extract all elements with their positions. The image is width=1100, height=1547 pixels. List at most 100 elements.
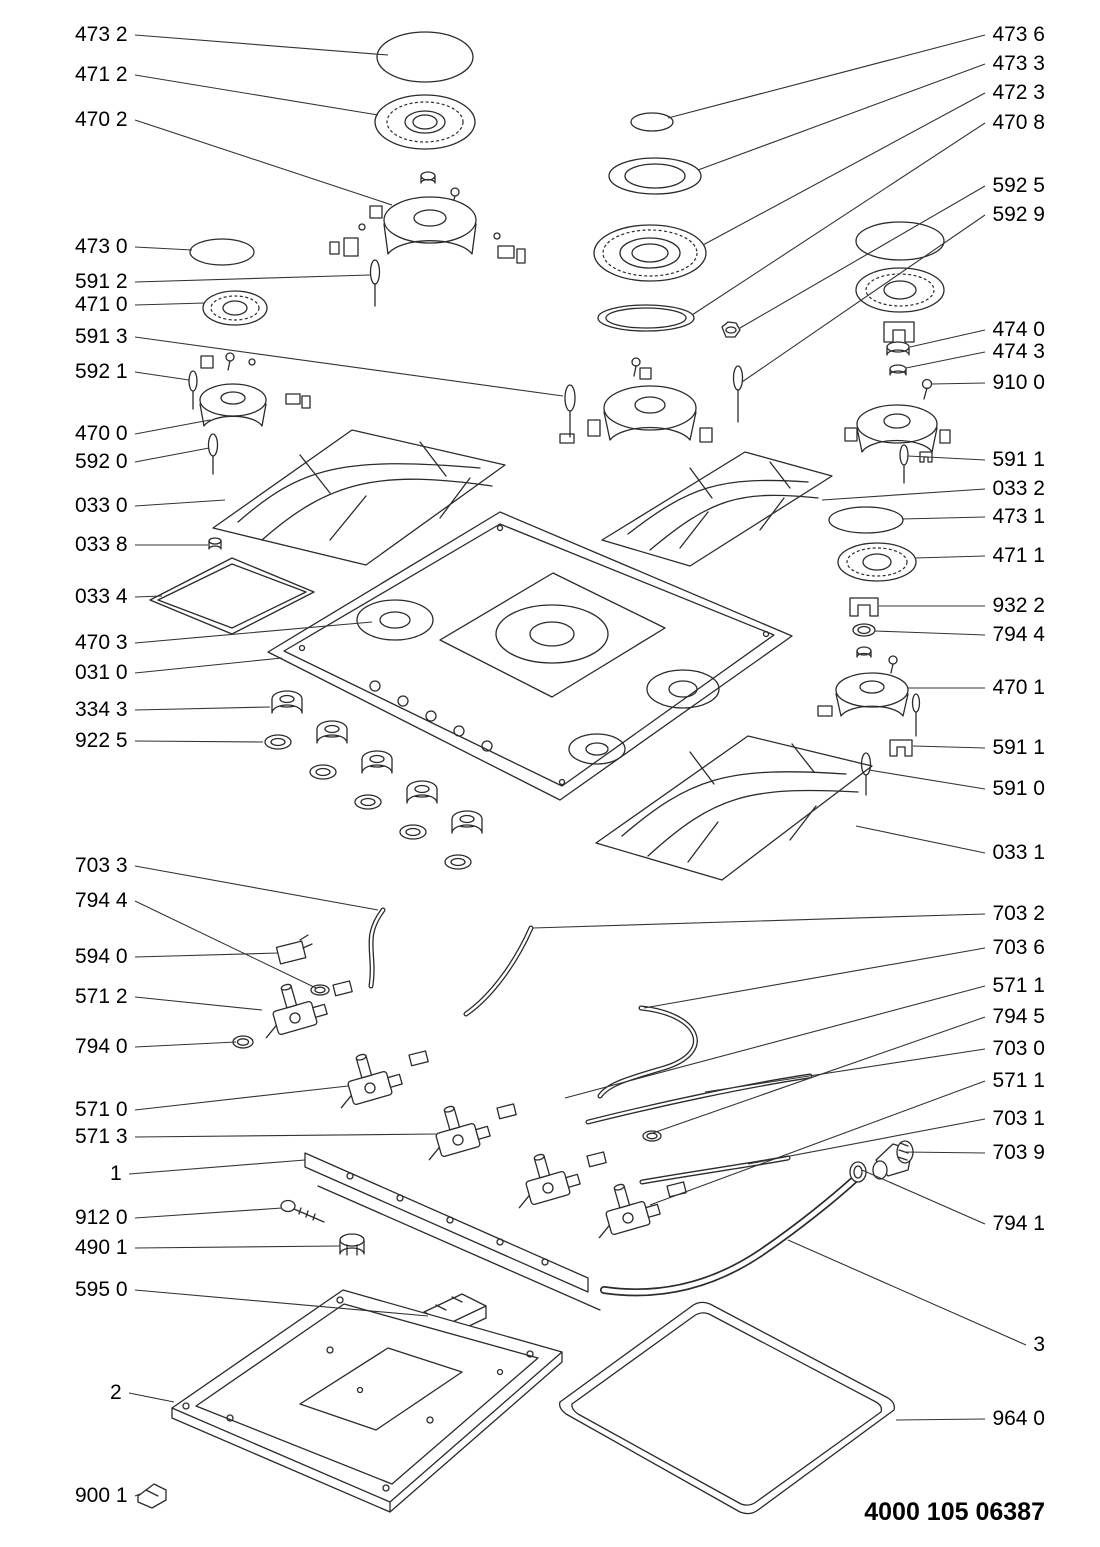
callout-595-0-27: 595 0 — [75, 1278, 128, 1301]
callout-473-1-41: 473 1 — [992, 505, 1045, 528]
callout-474-0-36: 474 0 — [992, 318, 1045, 341]
leader-line — [134, 865, 379, 911]
venturi-474-0 — [886, 341, 910, 356]
gas-tap-571-3 — [428, 1105, 491, 1161]
leader-line — [134, 1133, 437, 1138]
leader-line — [134, 996, 263, 1011]
callout-470-0-8: 470 0 — [75, 422, 128, 445]
callout-470-8-33: 470 8 — [992, 111, 1045, 134]
leader-line — [134, 1085, 349, 1111]
gas-supply-pipe-main — [600, 1176, 858, 1297]
leader-line — [895, 1418, 986, 1421]
callout-1-24: 1 — [110, 1162, 122, 1185]
thermocouple-591-2 — [369, 259, 381, 307]
callout-471-2-1: 471 2 — [75, 63, 128, 86]
callout-591-1-39: 591 1 — [992, 448, 1045, 471]
tap-switch-clips — [332, 980, 687, 1198]
control-knobs — [271, 690, 483, 834]
leader-line — [868, 769, 986, 790]
callout-033-1-48: 033 1 — [992, 841, 1045, 864]
bracket-932-2 — [849, 597, 879, 617]
callout-591-3-6: 591 3 — [75, 325, 128, 348]
callout-033-0-10: 033 0 — [75, 494, 128, 517]
callout-033-8-11: 033 8 — [75, 533, 128, 556]
washer-794-1 — [849, 1161, 867, 1183]
leader-line — [134, 1493, 141, 1497]
callout-470-1-45: 470 1 — [992, 676, 1045, 699]
thermocouple-591-1-top — [899, 444, 933, 484]
leader-line — [134, 1245, 341, 1249]
leader-line — [741, 214, 986, 383]
leader-line — [691, 122, 986, 316]
callout-571-2-20: 571 2 — [75, 985, 128, 1008]
burner-cap-large — [376, 31, 474, 83]
leader-line — [667, 34, 986, 119]
leader-line — [134, 1041, 237, 1048]
leader-line — [134, 740, 264, 743]
hob-top-panel — [267, 511, 793, 801]
burner-body-assembly-left — [199, 352, 311, 427]
elbow-fitting-703-9 — [872, 1140, 914, 1180]
leader-line — [134, 119, 393, 206]
callout-471-1-42: 471 1 — [992, 544, 1045, 567]
callout-571-3-23: 571 3 — [75, 1125, 128, 1148]
callout-703-0-53: 703 0 — [992, 1037, 1045, 1060]
leader-line — [643, 947, 986, 1009]
gas-pipe-703-6 — [597, 1005, 698, 1099]
leader-line — [855, 825, 986, 854]
callout-703-6-50: 703 6 — [992, 936, 1045, 959]
gas-tap-571-2 — [265, 983, 328, 1039]
leader-line — [787, 1239, 1027, 1346]
burner-ring-right-top — [855, 267, 945, 313]
callout-794-1-57: 794 1 — [992, 1212, 1045, 1235]
leader-line — [134, 900, 317, 989]
callout-473-2-0: 473 2 — [75, 23, 128, 46]
leader-line — [134, 246, 193, 251]
document-number: 4000 105 06387 — [864, 1498, 1045, 1526]
leader-line — [649, 1080, 986, 1206]
callout-334-3-15: 334 3 — [75, 698, 128, 721]
leader-line — [914, 555, 986, 559]
callout-591-0-47: 591 0 — [992, 777, 1045, 800]
pan-support-bottom-right — [595, 735, 873, 881]
leader-line — [747, 1118, 986, 1165]
leader-line — [704, 1048, 986, 1093]
washer-794-4-left — [310, 984, 330, 996]
callout-571-1-51: 571 1 — [992, 974, 1045, 997]
callout-900-1-29: 900 1 — [75, 1484, 128, 1507]
nut-592-5 — [721, 321, 741, 338]
callout-703-1-55: 703 1 — [992, 1107, 1045, 1130]
bracket-right-top — [883, 321, 915, 343]
leader-line — [134, 34, 389, 56]
callout-470-2-2: 470 2 — [75, 108, 128, 131]
leader-line — [134, 621, 373, 644]
burner-cap-right-top — [855, 221, 945, 261]
leader-line — [874, 630, 986, 636]
callout-922-5-16: 922 5 — [75, 729, 128, 752]
burner-ring-large — [374, 94, 476, 150]
bottom-tray — [171, 1289, 563, 1513]
gas-pipe-703-0 — [585, 1073, 813, 1125]
leader-line — [821, 488, 986, 501]
callout-592-1-7: 592 1 — [75, 360, 128, 383]
gas-tap-571-1-b — [598, 1183, 661, 1239]
spark-plug-592-0 — [207, 433, 219, 475]
callout-794-5-52: 794 5 — [992, 1005, 1045, 1028]
burner-body-assembly-right-mid — [817, 672, 921, 737]
callout-473-0-3: 473 0 — [75, 235, 128, 258]
leader-line — [903, 1151, 986, 1154]
callout-912-0-25: 912 0 — [75, 1206, 128, 1229]
callout-703-9-56: 703 9 — [992, 1141, 1045, 1164]
gas-tap-571-1-a — [518, 1153, 581, 1209]
pan-support-left — [212, 429, 506, 566]
electrode-592-9 — [732, 365, 744, 423]
leader-line — [912, 745, 986, 749]
callout-794-4-44: 794 4 — [992, 623, 1045, 646]
callout-932-2-43: 932 2 — [992, 594, 1045, 617]
switch-block-595-0 — [423, 1293, 487, 1337]
gas-pipe-703-2 — [463, 925, 534, 1017]
callout-571-0-22: 571 0 — [75, 1098, 128, 1121]
callout-794-4-18: 794 4 — [75, 889, 128, 912]
callout-592-5-34: 592 5 — [992, 174, 1045, 197]
